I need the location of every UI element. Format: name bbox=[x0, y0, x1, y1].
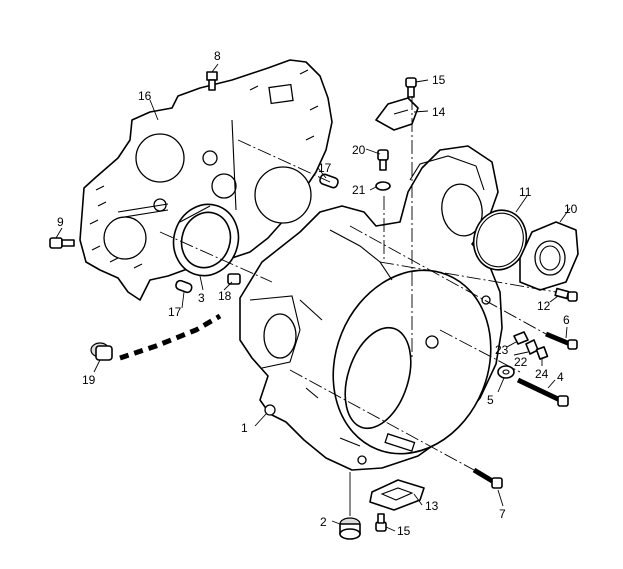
cover-part-10 bbox=[519, 221, 579, 291]
callout-23: 23 bbox=[495, 343, 509, 357]
washer-part-5 bbox=[497, 365, 515, 379]
pin-part-24 bbox=[535, 346, 549, 360]
callout-20: 20 bbox=[352, 143, 366, 157]
callout-9: 9 bbox=[57, 215, 64, 229]
callout-4: 4 bbox=[557, 370, 564, 384]
callout-17-lower: 17 bbox=[168, 305, 182, 319]
bolt-part-20 bbox=[377, 149, 389, 171]
callout-18: 18 bbox=[218, 289, 232, 303]
bolt-part-18 bbox=[227, 273, 241, 285]
plate-part-13 bbox=[369, 479, 425, 511]
washer-part-21 bbox=[375, 181, 391, 191]
callout-15-lower: 15 bbox=[397, 524, 411, 538]
callout-24: 24 bbox=[535, 367, 549, 381]
callout-11: 11 bbox=[519, 185, 532, 199]
callout-12: 12 bbox=[537, 299, 551, 313]
callout-6: 6 bbox=[563, 313, 570, 327]
callout-10: 10 bbox=[564, 202, 578, 216]
callout-7: 7 bbox=[499, 507, 506, 521]
leader-lines bbox=[55, 63, 571, 532]
callout-21: 21 bbox=[352, 183, 366, 197]
gasket-plate-part-16 bbox=[79, 59, 333, 301]
callout-14: 14 bbox=[432, 105, 446, 119]
bracket-part-14 bbox=[375, 97, 419, 131]
clip-part-23 bbox=[513, 331, 529, 345]
callout-16: 16 bbox=[138, 89, 152, 103]
bolt-part-15-upper bbox=[405, 77, 417, 98]
callout-8: 8 bbox=[214, 49, 221, 63]
dowel-pin-part-17-lower bbox=[175, 279, 193, 294]
callout-13: 13 bbox=[425, 499, 439, 513]
callout-19: 19 bbox=[82, 373, 96, 387]
callout-15-upper: 15 bbox=[432, 73, 446, 87]
plug-part-2 bbox=[339, 517, 361, 540]
callout-17-upper: 17 bbox=[318, 161, 332, 175]
flywheel-housing-part-1 bbox=[239, 145, 503, 471]
bolt-part-12 bbox=[554, 287, 578, 302]
callout-22: 22 bbox=[514, 355, 528, 369]
bolt-part-6 bbox=[545, 331, 578, 350]
bolt-part-9 bbox=[49, 237, 75, 249]
bolt-part-8 bbox=[206, 71, 218, 91]
callout-2: 2 bbox=[320, 515, 327, 529]
seal-ring-part-3 bbox=[172, 203, 240, 277]
bolt-part-15-lower bbox=[375, 513, 387, 532]
bolt-part-7 bbox=[472, 467, 503, 489]
plug-part-19 bbox=[90, 313, 222, 361]
bolt-part-4 bbox=[516, 377, 569, 407]
callout-5: 5 bbox=[487, 393, 494, 407]
callout-3: 3 bbox=[198, 291, 205, 305]
callout-1: 1 bbox=[241, 421, 248, 435]
dowel-pin-part-17-upper bbox=[319, 173, 339, 189]
